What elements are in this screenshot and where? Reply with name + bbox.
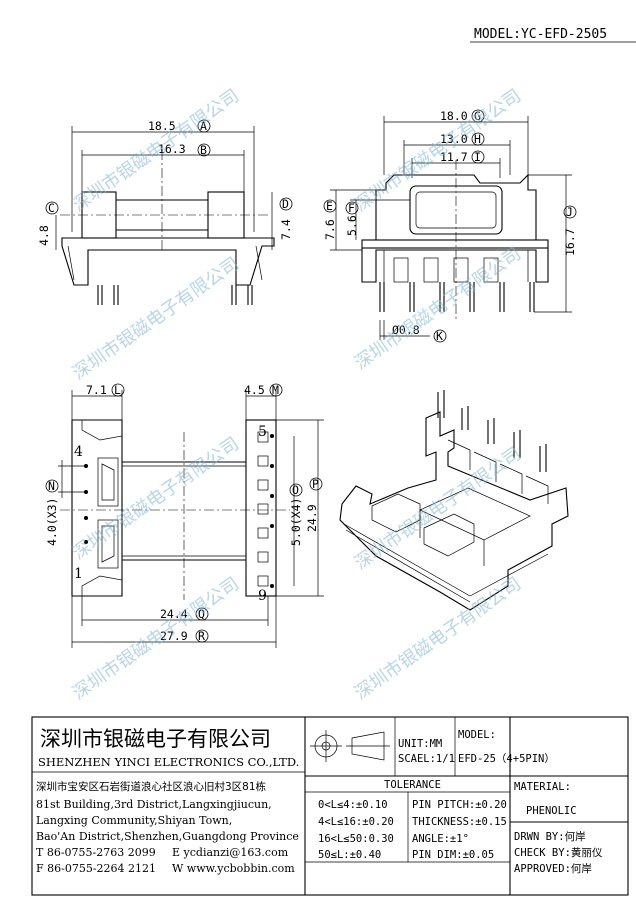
watermark-text: 深圳市银磁电子有限公司 [69, 573, 243, 704]
watermark-text: 深圳市银磁电子有限公司 [351, 443, 525, 574]
dim-r-letter: R [198, 629, 205, 643]
company-name-cn: 深圳市银磁电子有限公司 [40, 727, 271, 751]
address-en-2: Langxing Community,Shiyan Town, [36, 814, 232, 827]
dim-k-value: Ø0.8 [392, 323, 420, 337]
dim-c-value: 4.8 [37, 225, 51, 246]
watermark-text: 深圳市银磁电子有限公司 [351, 85, 525, 216]
dim-i-letter: I [474, 150, 481, 164]
dim-d-letter: D [282, 197, 289, 211]
tolerance-row: 50≤L:±0.40 [318, 849, 381, 861]
dim-i-value: 11.7 [440, 150, 468, 164]
approved-by: APPROVED:何岸 [514, 862, 592, 875]
company-name-en: SHENZHEN YINCI ELECTRONICS CO.,LTD. [38, 755, 299, 769]
dim-g-letter: G [474, 109, 481, 123]
dim-n-value: 4.0(X3) [45, 498, 59, 546]
title-block [31, 716, 629, 896]
tolerance-row: 4<L≤16:±0.20 [318, 816, 394, 828]
pin-label-4: 4 [74, 444, 83, 460]
dim-o-value: 5.0(X4) [289, 498, 303, 546]
dim-m-letter: M [272, 383, 279, 397]
spec-row: ANGLE:±1° [412, 833, 469, 845]
dim-d-value: 7.4 [279, 219, 293, 240]
tel: T 86-0755-2763 2099 [36, 846, 156, 859]
address-cn: 深圳市宝安区石岩街道浪心社区浪心旧村3区81栋 [36, 780, 267, 793]
dim-g-value: 18.0 [440, 109, 468, 123]
dim-r-value: 27.9 [160, 629, 188, 643]
top-view [58, 390, 324, 648]
tolerance-row: 16<L≤50:0.30 [318, 833, 394, 845]
dim-c-letter: C [48, 201, 55, 215]
check-by: CHECK BY:黄丽仪 [514, 846, 603, 859]
front-view [55, 126, 275, 305]
watermark-text: 深圳市银磁电子有限公司 [69, 85, 243, 216]
dim-k-letter: K [436, 329, 443, 343]
watermark-text: 深圳市银磁电子有限公司 [69, 433, 243, 564]
watermark-layer: 深圳市银磁电子有限公司 深圳市银磁电子有限公司 深圳市银磁电子有限公司 深圳市银… [69, 85, 525, 704]
model-header: MODEL:YC-EFD-2505 [474, 27, 607, 42]
tolerance-row: 0<L≤4:±0.10 [318, 799, 388, 811]
side-view [330, 116, 572, 340]
dim-j-letter: J [566, 205, 573, 219]
dim-f-value: 5.6 [345, 215, 359, 236]
dim-b-letter: B [200, 143, 207, 157]
dim-e-value: 7.6 [323, 219, 337, 240]
watermark-text: 深圳市银磁电子有限公司 [69, 253, 243, 384]
material-label: MATERIAL: [514, 781, 571, 793]
dim-j-value: 16.7 [563, 228, 577, 256]
dim-l-letter: L [114, 383, 121, 397]
dim-h-value: 13.0 [440, 132, 468, 146]
dim-f-letter: F [348, 201, 355, 215]
pin-label-5: 5 [258, 424, 267, 440]
dim-q-value: 24.4 [160, 607, 188, 621]
material-value: PHENOLIC [526, 805, 577, 817]
pin-label-1: 1 [74, 566, 83, 582]
email: E ycdianzi@163.com [172, 846, 289, 859]
dim-a-value: 18.5 [148, 119, 176, 133]
model-value: EFD-25（4+5PIN） [458, 753, 555, 765]
dim-h-letter: H [474, 132, 481, 146]
model-label: MODEL: [458, 729, 496, 741]
address-en-1: 81st Building,3rd District,Langxingjiucu… [36, 798, 272, 811]
dim-l-value: 7.1 [86, 383, 107, 397]
scale-label: SCAEL:1/1 [398, 753, 455, 765]
dim-e-letter: E [326, 199, 333, 213]
dim-n-letter: N [48, 479, 55, 493]
watermark-text: 深圳市银磁电子有限公司 [351, 573, 525, 704]
tolerance-title: TOLERANCE [384, 779, 441, 791]
spec-row: PIN PITCH:±0.20 [412, 799, 507, 811]
dim-b-value: 16.3 [158, 142, 186, 156]
spec-row: PIN DIM:±0.05 [412, 849, 494, 861]
fax: F 86-0755-2264 2121 [36, 862, 156, 875]
pin-label-9: 9 [258, 588, 267, 604]
website: W www.ycbobbin.com [172, 862, 295, 875]
address-en-3: Bao'An District,Shenzhen,Guangdong Provi… [36, 830, 299, 843]
drawn-by: DRWN BY:何岸 [514, 830, 586, 843]
dim-m-value: 4.5 [244, 383, 265, 397]
unit-label: UNIT:MM [398, 738, 442, 750]
dim-q-letter: Q [198, 607, 205, 621]
spec-row: THICKNESS:±0.15 [412, 816, 507, 828]
dim-o-letter: O [292, 483, 299, 497]
isometric-view [339, 390, 569, 611]
dim-p-value: 24.9 [305, 504, 319, 532]
dim-a-letter: A [200, 119, 207, 133]
dim-p-letter: P [312, 477, 319, 491]
